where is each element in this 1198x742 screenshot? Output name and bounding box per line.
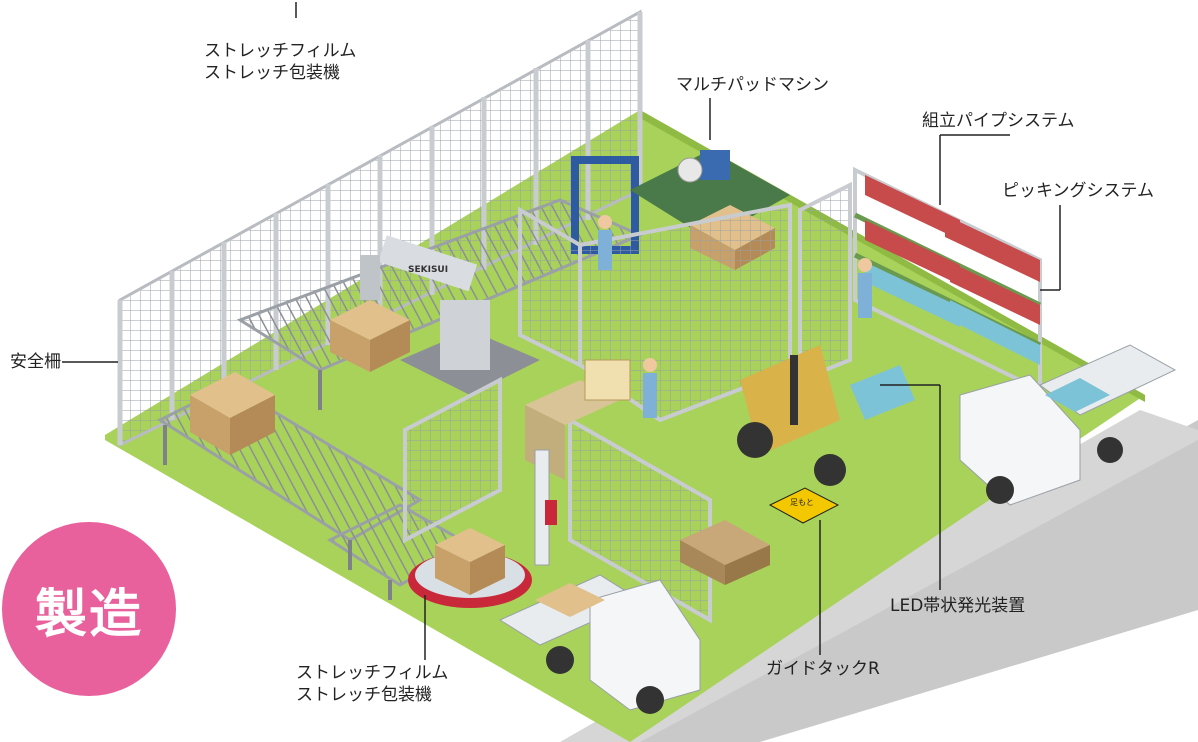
label-multipad-machine: マルチパッドマシン (676, 75, 829, 95)
box-stack-left (190, 372, 275, 455)
pad-machine (525, 359, 631, 480)
manufacturing-badge: 製造 (2, 522, 176, 696)
inner-fence-2 (578, 202, 792, 423)
label-picking-system: ピッキングシステム (1002, 181, 1154, 201)
robot-brand: SEKISUI (408, 265, 448, 275)
label-safety-fence: 安全柵 (10, 352, 61, 372)
truck-right (959, 344, 1177, 506)
floor-sign-text: 足もと (790, 498, 814, 507)
label-stretch-film-top: ストレッチフィルム ストレッチ包装機 (204, 41, 357, 83)
inner-fence-3 (798, 181, 852, 383)
label-pipe-system: 組立パイプシステム (922, 111, 1075, 131)
truck-front (498, 574, 701, 714)
worker-2 (643, 358, 657, 418)
stretch-wrap-machine (408, 449, 557, 608)
inner-fence-4 (403, 376, 502, 544)
callout-lines (62, 2, 1061, 660)
box-stack-robot (330, 300, 410, 372)
label-guide-tack: ガイドタックR (766, 659, 880, 679)
worker-3 (858, 258, 872, 318)
forklift (737, 345, 915, 486)
label-stretch-film-bottom: ストレッチフィルム ストレッチ包装機 (296, 663, 449, 705)
conveyor-legs (163, 370, 392, 600)
palletizing-robot: SEKISUI (360, 235, 540, 395)
label-led-device: LED帯状発光装置 (890, 596, 1026, 616)
worker-1 (598, 215, 612, 270)
badge-text: 製造 (34, 584, 143, 645)
guide-tack-sign: 足もと (768, 487, 840, 524)
cardboard-stack (680, 520, 770, 585)
inner-fence-5 (568, 416, 712, 624)
pipe-rack-system (853, 166, 1042, 394)
